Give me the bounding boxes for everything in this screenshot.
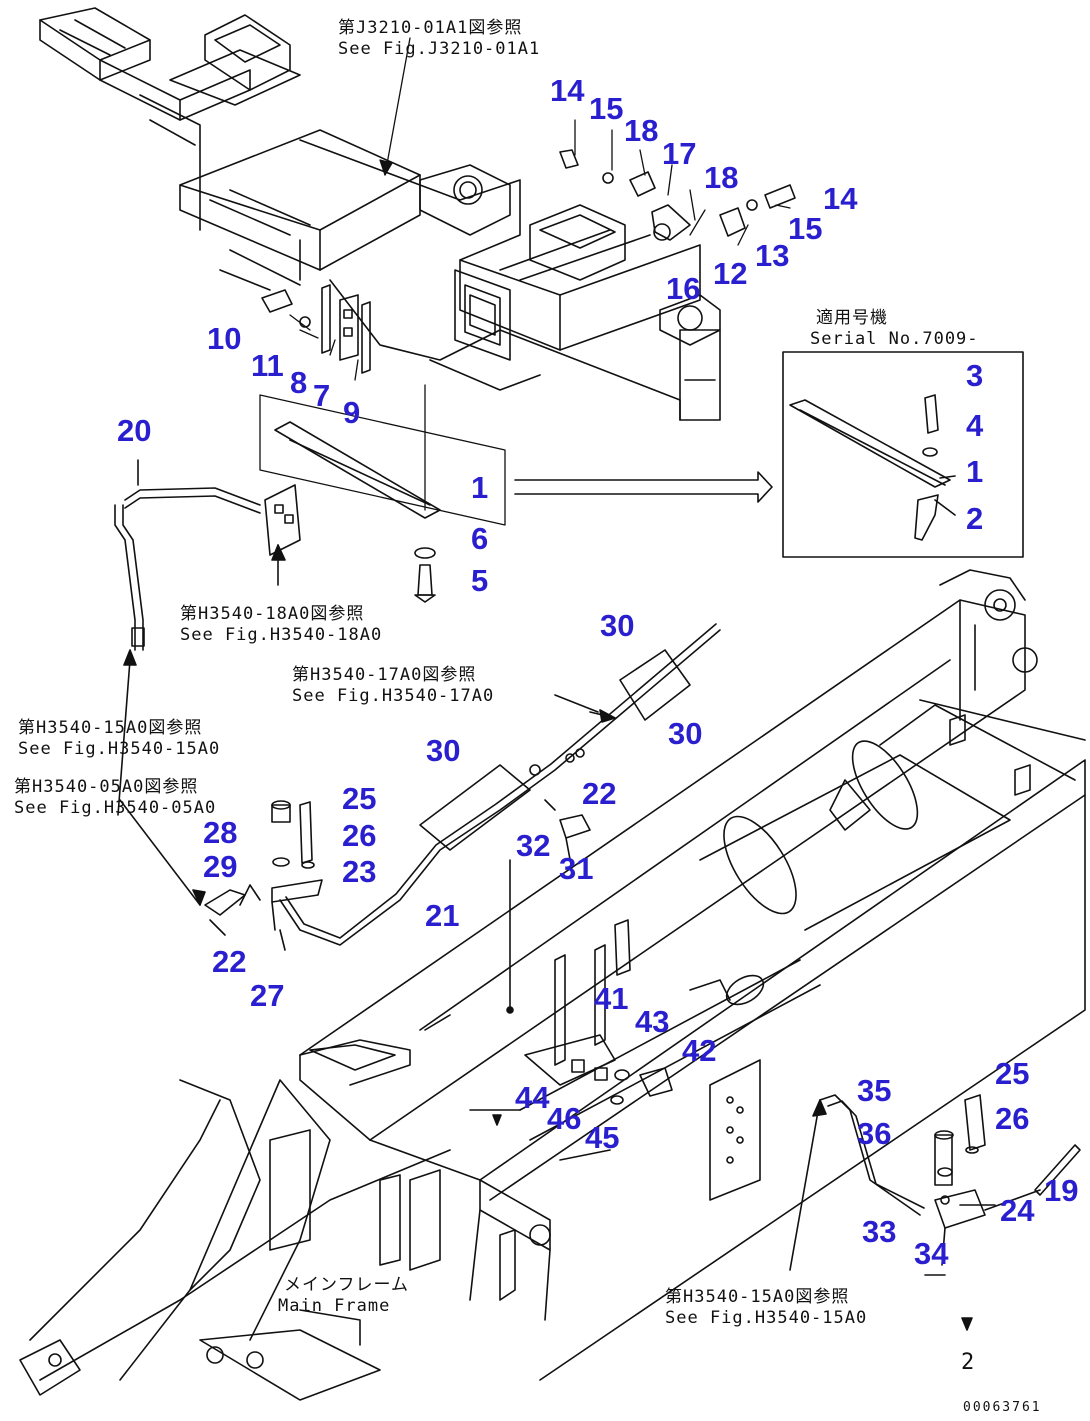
callout-5: 5 [471,563,489,598]
callout-23: 23 [342,854,377,889]
front-direction-arrow [492,1114,973,1331]
ref-serial-jp: 適用号機 [816,308,888,328]
callout-32: 32 [516,828,551,863]
ref-h17-jp: 第H3540-17A0図参照 [292,665,477,685]
callout-9: 9 [343,395,361,430]
callout-44: 44 [515,1080,550,1115]
ref-top-jp: 第J3210-01A1図参照 [338,18,523,38]
ref-h18-jp: 第H3540-18A0図参照 [180,604,365,624]
ref-h05-jp: 第H3540-05A0図参照 [14,777,199,797]
ref-serial: 適用号機 Serial No.7009- [810,308,979,350]
lower-bracket-bar [259,394,506,603]
callout-20: 20 [117,413,152,448]
callout-26-right: 26 [995,1101,1030,1136]
callout-24: 24 [1000,1193,1035,1228]
ref-main-en: Main Frame [278,1296,391,1316]
ref-h05-en: See Fig.H3540-05A0 [14,798,217,818]
callout-31: 31 [559,851,594,886]
callout-36: 36 [857,1116,892,1151]
callout-22-left: 22 [212,944,247,979]
callout-34: 34 [914,1236,949,1271]
callout-6: 6 [471,521,489,556]
hardware-group-left [119,799,323,951]
callout-42: 42 [682,1033,717,1068]
ref-main-frame: メインフレーム Main Frame [278,1275,409,1317]
ref-serial-en: Serial No.7009- [810,329,979,349]
ref-h17-en: See Fig.H3540-17A0 [292,686,495,706]
callout-18-top: 18 [624,113,659,148]
callout-25-right: 25 [995,1056,1030,1091]
callout-15-top: 15 [589,91,624,126]
callout-8: 8 [290,365,308,400]
callout-1-main: 1 [471,470,489,505]
callout-46: 46 [547,1101,582,1136]
callout-14-right: 14 [823,181,858,216]
front-arrow-label: 2 [961,1350,977,1375]
callout-19: 19 [1044,1173,1079,1208]
drawing-number: 00063761 [963,1400,1042,1415]
callout-26-left: 26 [342,818,377,853]
bracket-hardware-upper [261,149,796,374]
callout-35: 35 [857,1073,892,1108]
ref-h15b: 第H3540-15A0図参照 See Fig.H3540-15A0 [665,1287,867,1329]
main-frame-drawing [19,569,1086,1401]
callout-30-right: 30 [668,716,703,751]
callout-21: 21 [425,898,460,933]
ref-top: 第J3210-01A1図参照 See Fig.J3210-01A1 [338,18,540,60]
serial-detail-box [782,351,1024,558]
ref-h15: 第H3540-15A0図参照 See Fig.H3540-15A0 [18,718,220,760]
callout-4: 4 [966,408,984,443]
callout-29: 29 [203,849,238,884]
callout-43: 43 [635,1004,670,1039]
callout-1-detail: 1 [966,454,984,489]
callout-13: 13 [755,238,790,273]
ref-top-en: See Fig.J3210-01A1 [338,39,541,59]
callout-33: 33 [862,1214,897,1249]
ref-main-jp: メインフレーム [284,1275,409,1295]
ref-h15-en: See Fig.H3540-15A0 [18,739,221,759]
callout-14-top: 14 [550,73,585,108]
callout-7: 7 [313,378,331,413]
callout-11: 11 [251,348,284,383]
ref-h17: 第H3540-17A0図参照 See Fig.H3540-17A0 [292,665,494,707]
control-rod-21 [279,623,721,1014]
callout-18-mid: 18 [704,160,739,195]
callout-15-right: 15 [788,211,823,246]
callout-2: 2 [966,501,984,536]
callout-41: 41 [594,981,629,1016]
ref-h05: 第H3540-05A0図参照 See Fig.H3540-05A0 [14,777,216,819]
callout-3: 3 [966,358,984,393]
leader-lines-upper [289,37,791,511]
callout-25-left: 25 [342,781,377,816]
hose-assembly-20 [114,459,286,816]
callout-16: 16 [666,271,701,306]
ref-h15-jp: 第H3540-15A0図参照 [18,718,203,738]
cable-group-right [789,1094,1081,1276]
ref-h18: 第H3540-18A0図参照 See Fig.H3540-18A0 [180,604,382,646]
callout-22-top: 22 [582,776,617,811]
ref-h18-en: See Fig.H3540-18A0 [180,625,383,645]
ref-h15b-jp: 第H3540-15A0図参照 [665,1287,850,1307]
detail-arrow [514,471,773,503]
callout-17: 17 [662,136,697,171]
callout-30-left: 30 [426,733,461,768]
rear-frame-drawing [39,7,721,421]
callout-30-top: 30 [600,608,635,643]
ref-h15b-en: See Fig.H3540-15A0 [665,1308,868,1328]
callout-27: 27 [250,978,285,1013]
callout-28: 28 [203,815,238,850]
callout-10: 10 [207,321,242,356]
callout-45: 45 [585,1120,620,1155]
callout-12: 12 [713,256,748,291]
